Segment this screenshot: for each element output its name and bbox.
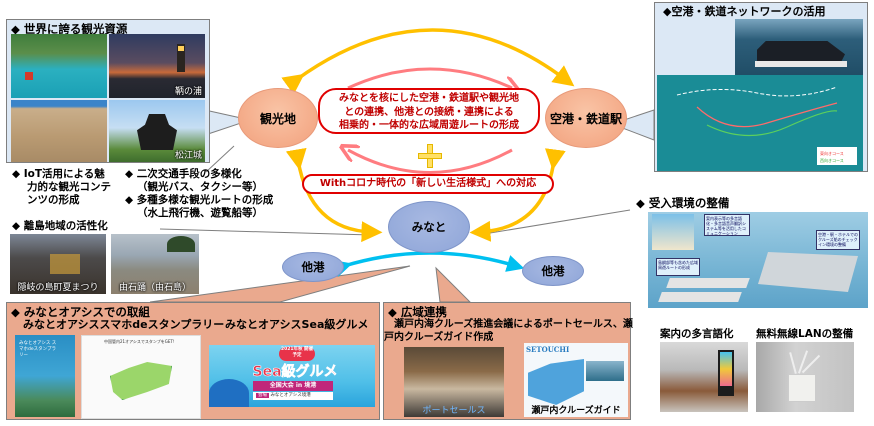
banner-badge: 2021年秋 開催予定 (279, 347, 315, 361)
bullet-line: ◆ 多種多様な観光ルートの形成 (125, 194, 274, 206)
route-map-lines: 東向きコース 西向きコース (676, 86, 857, 165)
panel-title: ◆ 世界に誇る観光資源 (11, 22, 128, 36)
photo-sand-dunes (11, 100, 107, 162)
regional-panel: ◆ 広域連携 瀬戸内海クルーズ推進会議によるポートセールス、瀬 戸内クルーズガイ… (383, 302, 633, 420)
pointer-line (477, 209, 631, 236)
bullet-line: （観光バス、タクシー等） (137, 181, 263, 193)
photo-caption: 瀬戸内クルーズガイド (531, 406, 621, 416)
oasis-stamp-rally-label: みなとオアシススマホdeスタンプラリー (23, 318, 225, 331)
bullet-line: ◆ 二次交通手段の多様化 (125, 168, 242, 180)
legend-west: 西向きコース (820, 157, 844, 163)
photo-festival: 隠岐の島町夏まつり (10, 234, 106, 294)
photo-caption: 松江城 (174, 151, 202, 161)
red-cycle-top (347, 67, 512, 88)
oasis-panel: ◆ みなとオアシスでの取組 みなとオアシススマホdeスタンプラリー みなとオアシ… (6, 302, 380, 420)
panel-title: ◆ 広域連携 (388, 305, 447, 319)
pointer-line (205, 145, 235, 173)
plus-sign (418, 144, 442, 168)
sea-gourmet-banner: 2021年秋 開催予定 Sea級グルメ 全国大会 in 境港 会場 みなとオアシ… (209, 345, 375, 407)
oasis-gourmet-label: みなとオアシスSea級グルメ (225, 318, 369, 331)
yellow-arc-left (285, 147, 383, 243)
node-airport-rail: 空港・鉄道駅 (545, 88, 627, 148)
photo-caption: 鞆の浦 (174, 87, 202, 97)
concept-line: との連携、他港との接続・連携による (344, 106, 514, 118)
network-panel: ◆空港・鉄道ネットワークの活用 東向きコース 西向きコース (654, 2, 868, 172)
photo-multilingual-kiosk (660, 342, 748, 412)
venue-label: 会場 (256, 393, 269, 398)
regional-description-line1: 瀬戸内海クルーズ推進会議によるポートセールス、瀬 (384, 319, 633, 330)
banner-event: 全国大会 in 境港 (253, 381, 333, 391)
concept-line: 相乗的・一体的な広域周遊ルートの形成 (339, 120, 519, 131)
callout-tail (435, 266, 472, 303)
legend-east: 東向きコース (820, 150, 844, 156)
panel-title: ◆空港・鉄道ネットワークの活用 (663, 5, 826, 18)
covid-response-box: Withコロナ時代の「新しい生活様式」への対応 (302, 174, 554, 194)
bullet-line: ンツの形成 (27, 194, 80, 206)
photo-setouchi-guide: SETOUCHI 瀬戸内クルーズガイド (524, 343, 628, 417)
photo-caption: ポートセールス (422, 406, 486, 416)
concept-line: みなとを核にした空港・鉄道駅や観光地 (339, 93, 519, 104)
reception-diagram: 島嶼部等も含めた広域周遊ルートの形成 案内表示等の多言語化・多言語音声翻訳システ… (648, 212, 868, 308)
cyan-arc (333, 251, 525, 277)
islands-title: ◆ 離島地域の活性化 (12, 220, 108, 232)
map-title: 中国管内21オアシスでスタンプをGET! (104, 339, 175, 344)
photo-dance: 由石踊（由石島） (111, 234, 199, 294)
multilingual-label: 案内の多言語化 (660, 328, 734, 340)
node-label: みなと (411, 220, 447, 234)
wifi-label: 無料無線LANの整備 (756, 328, 854, 340)
node-label: 空港・鉄道駅 (549, 111, 622, 126)
poster-title: みなとオアシス スマホdeスタンプラリー (19, 341, 57, 358)
node-other-port-left: 他港 (282, 252, 344, 282)
node-label: 観光地 (259, 111, 296, 126)
banner-venue: 会場 みなとオアシス境港 (253, 392, 333, 400)
node-other-port-right: 他港 (522, 256, 584, 286)
route-map: 東向きコース 西向きコース (657, 75, 863, 171)
photo-itsukushima (11, 34, 107, 98)
node-label: 他港 (301, 260, 325, 274)
guide-header: SETOUCHI (526, 345, 570, 354)
bullet-line: 力的な観光コンテ (27, 181, 111, 193)
regional-description-line2: 戸内クルーズガイド作成 (384, 332, 494, 343)
photo-port-sales: ポートセールス (404, 347, 504, 417)
node-label: 他港 (541, 264, 565, 278)
iot-bullet: ◆ IoT活用による魅 力的な観光コンテ ンツの形成 (12, 168, 111, 207)
bullet-line: （水上飛行機、遊覧船等） (137, 207, 263, 219)
photo-lighthouse: 鞆の浦 (109, 34, 205, 98)
tourism-resources-panel: ◆ 世界に誇る観光資源 鞆の浦 松江城 (6, 19, 210, 163)
red-cycle-bottom (348, 150, 513, 174)
photo-caption: 由石踊（由石島） (118, 283, 191, 293)
node-tourist-spot: 観光地 (238, 88, 318, 148)
diagram-label: 案内表示等の多言語化・多言語音声翻訳システム等を活用したコミュニケーション (704, 214, 750, 236)
bullet-line: ◆ IoT活用による魅 (12, 168, 105, 180)
node-minato: みなと (388, 201, 470, 253)
photo-wifi-router (756, 342, 854, 412)
transport-bullets: ◆ 二次交通手段の多様化 （観光バス、タクシー等） ◆ 多種多様な観光ルートの形… (125, 168, 273, 220)
venue-name: みなとオアシス境港 (270, 393, 311, 398)
reception-title: ◆ 受入環境の整備 (636, 196, 730, 210)
photo-caption: 隠岐の島町夏まつり (17, 283, 99, 293)
panel-title: ◆ みなとオアシスでの取組 (11, 305, 150, 319)
core-concept-box: みなとを核にした空港・鉄道駅や観光地 との連携、他港との接続・連携による 相乗的… (318, 88, 540, 134)
stamp-rally-poster: みなとオアシス スマホdeスタンプラリー (15, 335, 75, 417)
diagram-label: 空港・駅・ホテルでのクルーズ船のチェックイン環境の整備 (816, 230, 860, 250)
covid-line: Withコロナ時代の「新しい生活様式」への対応 (319, 178, 537, 189)
diagram-label: 島嶼部等も含めた広域周遊ルートの形成 (656, 258, 700, 276)
stamp-rally-map: 中国管内21オアシスでスタンプをGET! (81, 335, 201, 419)
yellow-arc-top (281, 28, 575, 95)
yellow-arc-right (469, 148, 566, 242)
banner-logo: Sea級グルメ (252, 364, 338, 381)
photo-castle: 松江城 (109, 100, 205, 162)
